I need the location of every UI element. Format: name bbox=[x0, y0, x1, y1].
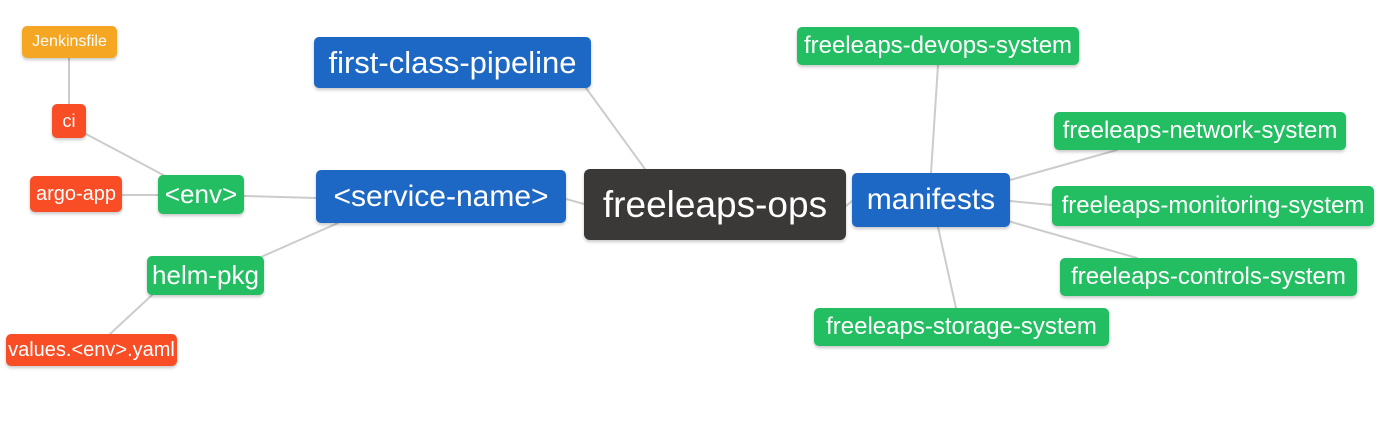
edge-service-name-env bbox=[243, 195, 317, 199]
edge-ops-service-name bbox=[565, 198, 585, 205]
edge-manifests-storage bbox=[937, 226, 957, 309]
node-first-class-pipeline[interactable]: first-class-pipeline bbox=[314, 37, 591, 88]
edge-ops-manifests bbox=[845, 200, 853, 207]
edge-ops-first-class-pipeline bbox=[585, 87, 646, 170]
node-freeleaps-network-system[interactable]: freeleaps-network-system bbox=[1054, 112, 1346, 150]
edge-manifests-monitoring bbox=[1009, 200, 1053, 206]
node-freeleaps-ops-root[interactable]: freeleaps-ops bbox=[584, 169, 846, 240]
edge-service-name-helm-pkg bbox=[260, 222, 339, 258]
node-manifests[interactable]: manifests bbox=[852, 173, 1010, 227]
node-jenkinsfile[interactable]: Jenkinsfile bbox=[22, 26, 117, 58]
edge-manifests-network bbox=[1009, 149, 1118, 181]
node-freeleaps-monitoring-system[interactable]: freeleaps-monitoring-system bbox=[1052, 186, 1374, 226]
node-helm-pkg[interactable]: helm-pkg bbox=[147, 256, 264, 295]
node-values-env-yaml[interactable]: values.<env>.yaml bbox=[6, 334, 177, 366]
node-argo-app[interactable]: argo-app bbox=[30, 176, 122, 212]
node-freeleaps-devops-system[interactable]: freeleaps-devops-system bbox=[797, 27, 1079, 65]
edge-manifests-devops bbox=[930, 64, 939, 174]
node-env[interactable]: <env> bbox=[158, 175, 244, 214]
node-ci[interactable]: ci bbox=[52, 104, 86, 138]
edge-env-ci bbox=[85, 133, 168, 178]
edge-helm-pkg-values bbox=[109, 294, 153, 335]
node-service-name[interactable]: <service-name> bbox=[316, 170, 566, 223]
edge-manifests-controls bbox=[1007, 220, 1138, 259]
node-freeleaps-storage-system[interactable]: freeleaps-storage-system bbox=[814, 308, 1109, 346]
node-freeleaps-controls-system[interactable]: freeleaps-controls-system bbox=[1060, 258, 1357, 296]
